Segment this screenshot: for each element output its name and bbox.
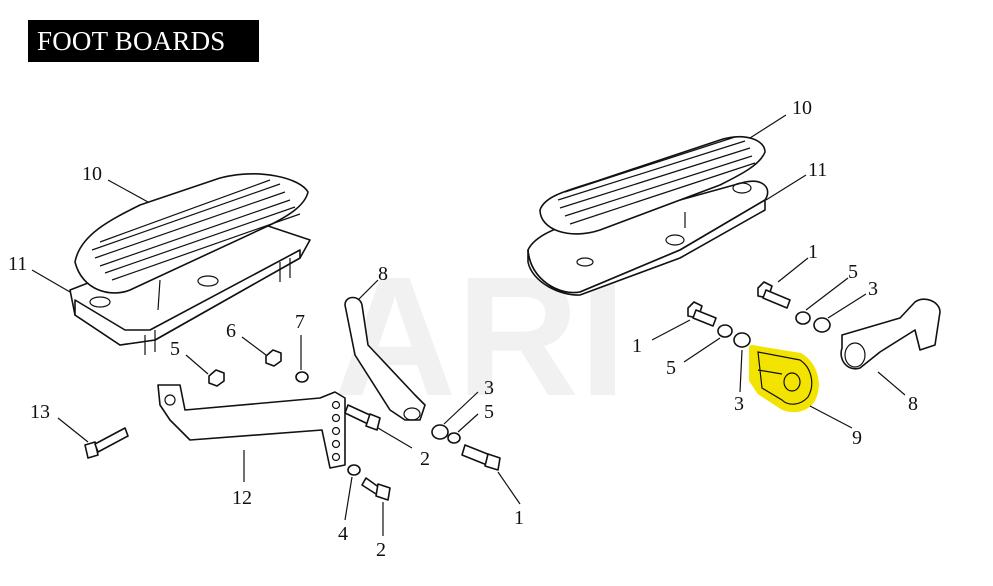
- part-12-lever-arm: [157, 384, 346, 469]
- callout-9: 9: [852, 427, 862, 449]
- part-6-nut: [265, 349, 282, 367]
- part-5-right-washer: [795, 311, 811, 325]
- part-5-mid-washer: [447, 432, 461, 444]
- part-8-right-bracket: [840, 298, 941, 370]
- callout-8-left: 8: [378, 263, 388, 285]
- page-title: FOOT BOARDS: [37, 25, 226, 56]
- callout-2-upper: 2: [420, 448, 430, 470]
- callout-5-midright: 5: [666, 357, 676, 379]
- title-banner: FOOT BOARDS: [28, 20, 259, 62]
- callout-1-mid: 1: [632, 335, 642, 357]
- callout-6: 6: [226, 320, 236, 342]
- part-1-left-bolt: [461, 444, 501, 471]
- part-3-mid-washer: [431, 424, 449, 440]
- callout-5-right: 5: [848, 261, 858, 283]
- callout-2-lower: 2: [376, 539, 386, 561]
- callout-1-right: 1: [808, 241, 818, 263]
- part-13-bolt: [84, 427, 129, 459]
- callout-3-mid: 3: [734, 393, 744, 415]
- callout-10-left: 10: [82, 163, 102, 185]
- part-9-clevis-highlighted: [749, 345, 819, 413]
- callout-4: 4: [338, 523, 348, 545]
- callout-1-left: 1: [514, 507, 524, 529]
- part-3-midright-washer: [733, 332, 751, 348]
- part-7-washer: [295, 371, 309, 383]
- callout-7: 7: [295, 311, 305, 333]
- callout-11-right: 11: [808, 159, 827, 181]
- part-5-midright-washer: [717, 324, 733, 338]
- part-3-right-washer: [813, 317, 831, 333]
- callout-3-right: 3: [868, 278, 878, 300]
- callout-5-left: 5: [170, 338, 180, 360]
- part-1-right-bolt: [757, 281, 791, 309]
- part-1-mid-bolt: [687, 301, 717, 327]
- callout-13: 13: [30, 401, 50, 423]
- callout-10-right: 10: [792, 97, 812, 119]
- leader-lines: [31, 114, 906, 536]
- part-2-lower-bolt: [361, 477, 391, 501]
- part-5-left-nut: [208, 369, 225, 387]
- callout-11-left: 11: [8, 253, 27, 275]
- callout-3-left: 3: [484, 377, 494, 399]
- part-4-washer: [347, 464, 361, 476]
- callout-8-right: 8: [908, 393, 918, 415]
- part-8-left-bracket: [344, 296, 426, 421]
- part-10-right-board: [539, 136, 766, 235]
- callout-5-mid: 5: [484, 401, 494, 423]
- part-10-left-board: [74, 173, 309, 311]
- part-2-upper-bolt: [344, 404, 381, 431]
- callout-12: 12: [232, 487, 252, 509]
